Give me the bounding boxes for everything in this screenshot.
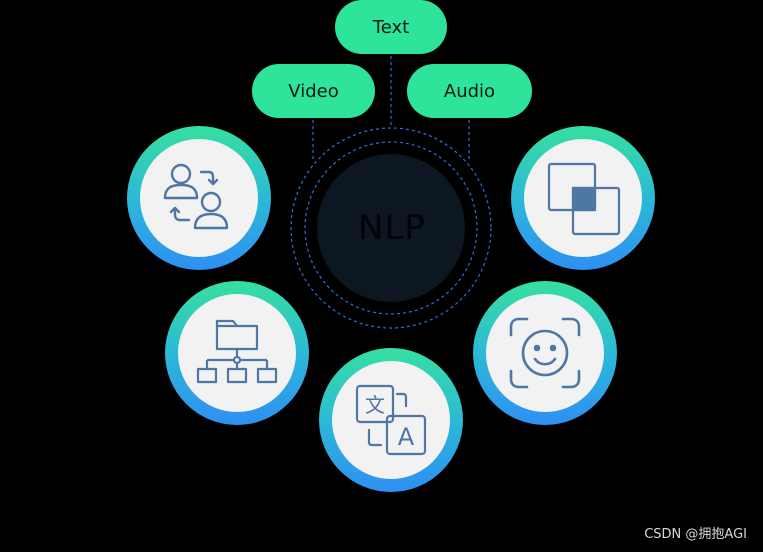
folder-hierarchy-icon <box>196 319 278 384</box>
pill-text: Text <box>335 0 447 54</box>
inner-dashed-ring <box>304 141 478 315</box>
node-hierarchy <box>165 281 309 425</box>
node-translate: 文 A <box>319 348 463 492</box>
translate-icon: 文 A <box>355 384 427 456</box>
overlapping-squares-icon <box>547 162 621 236</box>
people-exchange-icon <box>163 163 229 230</box>
center-disc <box>317 154 465 302</box>
node-overlap <box>511 126 655 270</box>
node-people <box>127 126 271 270</box>
svg-text:文: 文 <box>365 393 385 417</box>
center-label: NLP <box>358 208 426 248</box>
face-scan-icon <box>509 317 581 389</box>
outer-dashed-ring <box>290 127 492 329</box>
watermark: CSDN @拥抱AGI <box>644 527 747 542</box>
svg-text:A: A <box>398 423 415 451</box>
pill-audio: Audio <box>407 64 532 118</box>
node-face <box>473 281 617 425</box>
pill-video: Video <box>252 64 375 118</box>
